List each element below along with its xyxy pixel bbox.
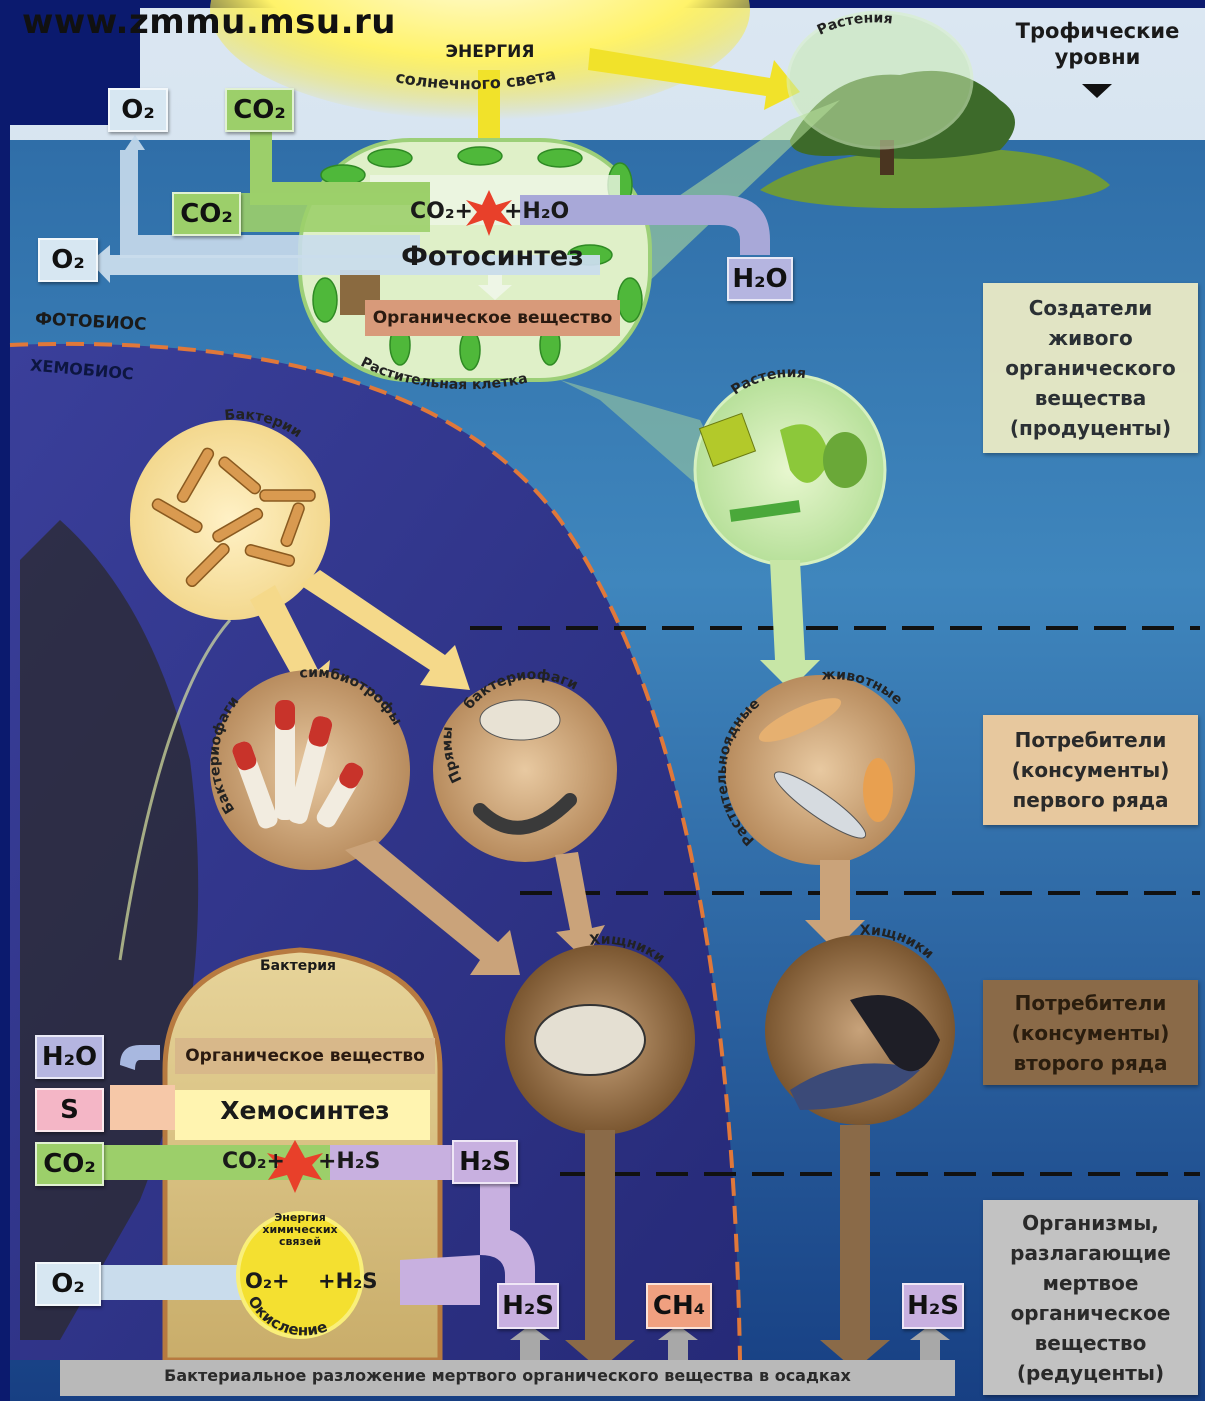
h2s-bottom-1: H₂S	[497, 1283, 559, 1329]
consumers1-line: Потребители	[1012, 725, 1170, 755]
photosynthesis-title: Фотосинтез	[370, 240, 615, 274]
photo-reaction-left: CO₂+	[410, 198, 473, 226]
trophic-title-line1: Трофические	[985, 18, 1205, 44]
decomposition-label: Бактериальное разложение мертвого органи…	[60, 1366, 955, 1386]
decomposers-line: вещество	[1010, 1328, 1171, 1358]
decomposers-box: Организмы, разлагающие мертвое органичес…	[983, 1200, 1198, 1395]
producers-line: органического	[1005, 353, 1176, 383]
decomposers-line: Организмы,	[1010, 1208, 1171, 1238]
oxid-right: +H₂S	[318, 1268, 378, 1294]
chemo-organic-matter: Органическое вещество	[175, 1038, 435, 1074]
o2-left: O₂	[38, 238, 98, 282]
consumers2-line: (консументы)	[1012, 1018, 1170, 1048]
h2s-chemo: H₂S	[452, 1140, 518, 1184]
decomposers-line: (редуценты)	[1010, 1358, 1171, 1388]
photo-reaction-right: +H₂O	[504, 198, 569, 226]
consumers1-line: (консументы)	[1012, 755, 1170, 785]
o2-chemo: O₂	[35, 1262, 101, 1306]
co2-left: CO₂	[172, 192, 241, 236]
producers-line: вещества	[1005, 383, 1176, 413]
s-arrow	[110, 1085, 175, 1130]
chem-energy-label: Энергия химических связей	[255, 1212, 345, 1248]
co2-top: CO₂	[225, 88, 294, 132]
sun-energy-line1: ЭНЕРГИЯ	[415, 42, 565, 63]
decomposers-line: органическое	[1010, 1298, 1171, 1328]
consumers2-line: Потребители	[1012, 988, 1170, 1018]
consumers1-line: первого ряда	[1012, 785, 1170, 815]
ch4-bottom: CH₄	[646, 1283, 712, 1329]
photo-organic-matter: Органическое вещество	[365, 300, 620, 336]
chemo-reaction-right: +H₂S	[318, 1148, 380, 1176]
site-url: www.zmmu.msu.ru	[22, 2, 396, 42]
decomposers-line: мертвое	[1010, 1268, 1171, 1298]
co2-chemo: CO₂	[35, 1142, 104, 1186]
producers-box: Создатели живого органического вещества …	[983, 283, 1198, 453]
h2o-chemo: H₂O	[35, 1035, 104, 1079]
h2o-photo: H₂O	[727, 257, 793, 301]
oxid-left: O₂+	[245, 1268, 290, 1294]
chemosynthesis-title: Хемосинтез	[180, 1095, 430, 1126]
trophic-title-line2: уровни	[985, 44, 1205, 70]
h2s-bottom-2: H₂S	[902, 1283, 964, 1329]
plants-island-circle	[788, 12, 972, 148]
producers-line: Создатели	[1005, 293, 1176, 323]
bacterium-title: Бактерия	[260, 958, 336, 976]
trophic-levels-title: Трофические уровни	[985, 18, 1205, 71]
decomposers-line: разлагающие	[1010, 1238, 1171, 1268]
consumers2-box: Потребители (консументы) второго ряда	[983, 980, 1198, 1085]
s-chemo: S	[35, 1088, 104, 1132]
consumers2-line: второго ряда	[1012, 1048, 1170, 1078]
crab	[535, 1005, 645, 1075]
producers-line: живого	[1005, 323, 1176, 353]
chem-energy-line: связей	[255, 1236, 345, 1248]
producers-line: (продуценты)	[1005, 413, 1176, 443]
chemo-reaction-left: CO₂+	[222, 1148, 285, 1176]
consumers1-box: Потребители (консументы) первого ряда	[983, 715, 1198, 825]
o2-top: O₂	[108, 88, 168, 132]
